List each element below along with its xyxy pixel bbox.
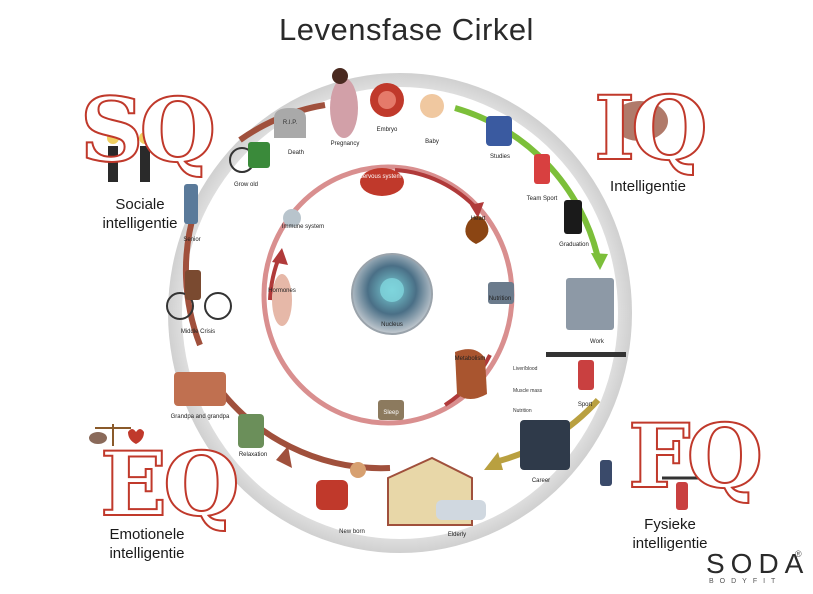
iq-letters: IQ [593,76,709,180]
inner-arrowhead-top [470,202,484,218]
metabolism-keyword-2: Nutrition [513,408,532,414]
stage-label-pregnancy: Pregnancy [331,141,360,147]
pregnancy-stage: Pregnancy [330,68,359,147]
stage-label-sport: Sport [578,402,593,408]
fq-letters: FQ [627,404,764,508]
new-born-stage: New born [316,462,366,535]
studies-stage: Studies [486,116,512,160]
eq-letters: EQ [99,432,241,536]
heart-organ-icon: Heart [465,216,489,244]
inner-arrowhead-left [272,248,288,265]
elderly-stage: Elderly [387,456,486,538]
weightlifter-icon [662,476,700,510]
tombstone-text: R.I.P. [283,120,298,126]
sq-label-line1: Sociale [115,196,165,213]
soda-logo: SODA [706,548,810,579]
outer-arrow-green-top [591,253,608,270]
nucleus-cell-icon [380,278,404,302]
iq-label-line1: Intelligentie [610,178,686,195]
metabolism-keyword-0: Liver/blood [513,366,538,372]
organ-label-immune-system: Immune system [282,224,324,230]
organ-label-sleep: Sleep [383,410,399,416]
sq-label: Sociale intelligentie [86,195,194,233]
sq-label-line2: intelligentie [102,215,178,232]
metabolism-keyword-1: Muscle mass [513,388,543,394]
page-title: Levensfase Cirkel [279,12,534,47]
stage-label-grandparents: Grandpa and grandpa [171,414,230,420]
inner-arrow-top [394,168,480,212]
stage-label-embryo: Embryo [377,127,398,133]
baby-stage: Baby [420,94,444,145]
hormones-icon: Hormones [268,274,296,326]
grow-old-stage: Grow old [229,142,270,188]
brain-icon [612,101,668,141]
stage-label-senior: Senior [183,237,200,243]
grandparents-stage: Grandpa and grandpa [171,372,230,420]
organ-label-heart: Heart [471,216,486,222]
stage-label-work: Work [590,339,605,345]
outer-arrow-brown-bottom [276,446,292,468]
organ-label-metabolism: Metabolism [455,356,486,362]
sq-letters: SQ [79,78,217,182]
immune-system-icon: Immune system [282,209,324,230]
stage-label-middle-crisis: Middle Crisis [181,329,215,335]
sleep-icon: Sleep [378,400,404,420]
stage-label-studies: Studies [490,154,510,160]
middle-crisis-stage: Middle Crisis [166,270,232,335]
climber-icon [600,460,612,486]
organ-label-nervous-system: Nervous system [358,174,401,180]
stage-label-baby: Baby [425,139,439,145]
iq-label: Intelligentie [596,177,700,196]
logo-tagline: BODYFIT [709,578,782,585]
handshake-figures-icon [107,132,151,182]
team-sport-stage: Team Sport [527,154,558,202]
logo-registered-mark: ® [795,549,802,559]
stage-label-graduation: Graduation [559,242,589,248]
senior-stage: Senior [183,184,201,243]
stage-label-grow-old: Grow old [234,182,258,188]
fq-label-line2: intelligentie [632,535,708,552]
metabolism-icon: Metabolism Liver/blood Muscle mass Nutri… [455,349,543,414]
graduation-stage: Graduation [559,200,589,248]
career-stage: Career [520,420,570,484]
stage-label-death: Death [288,150,304,156]
nervous-system-icon: Nervous system [358,168,404,196]
stage-label-team-sport: Team Sport [527,196,558,202]
relaxation-stage: Relaxation [238,414,267,458]
stage-label-elderly: Elderly [448,532,466,538]
eq-label: Emotionele intelligentie [92,525,202,563]
organ-label-nutrition: Nutrition [489,296,511,302]
stage-label-new-born: New born [339,529,365,535]
outer-arrow-olive [484,452,503,470]
stage-label-career: Career [532,478,550,484]
fq-label-line1: Fysieke [644,516,696,533]
stage-label-relaxation: Relaxation [239,452,267,458]
embryo-stage: Embryo [370,83,404,133]
sport-stage: Sport [546,352,626,408]
eq-label-line2: intelligentie [109,545,185,562]
fq-label: Fysieke intelligentie [618,515,722,553]
nucleus-label: Nucleus [381,322,403,328]
scales-icon [89,424,144,446]
death-stage: R.I.P. Death [274,108,306,156]
work-stage: Work [566,278,614,345]
organ-label-hormones: Hormones [268,288,296,294]
eq-label-line1: Emotionele [109,526,185,543]
nutrition-icon: Nutrition [488,282,514,304]
